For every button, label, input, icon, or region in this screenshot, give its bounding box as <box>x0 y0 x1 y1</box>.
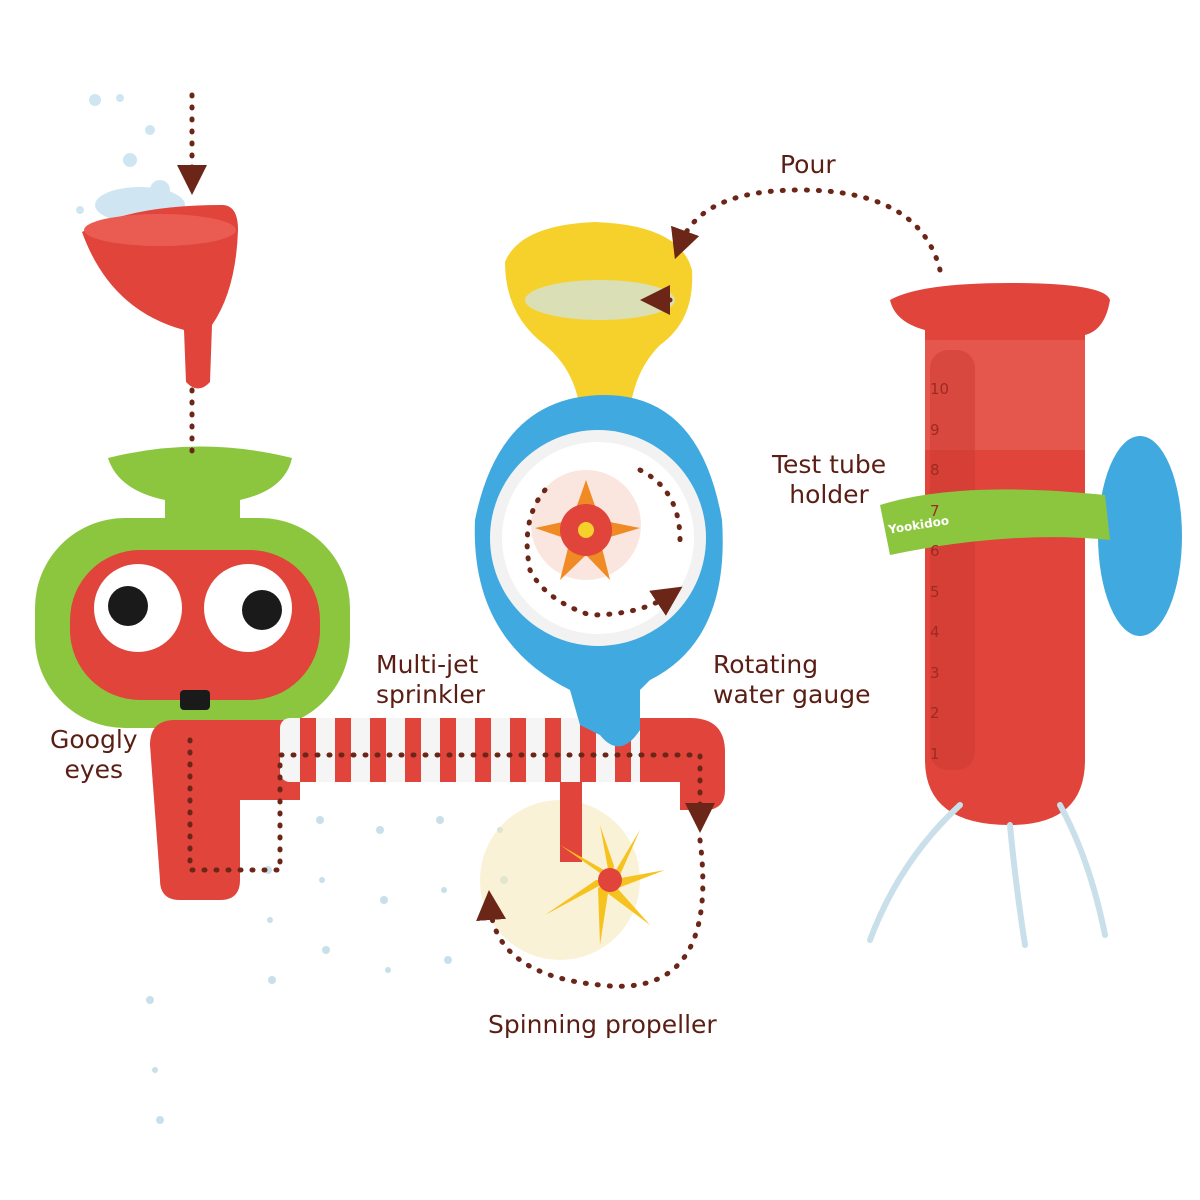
test-tube-holder-ring <box>880 489 1110 555</box>
tube-scale-mark: 2 <box>930 704 940 722</box>
suction-cup <box>1098 436 1182 636</box>
arrow-pour <box>671 187 943 273</box>
tube-scale-mark: 1 <box>930 744 940 763</box>
water-splash-top <box>76 94 185 223</box>
tube-scale-mark: 6 <box>930 542 940 560</box>
spinning-propeller <box>480 782 665 960</box>
gauge-wheel <box>531 470 641 580</box>
tube-scale-mark: 8 <box>930 461 940 479</box>
tube-scale-mark: 4 <box>930 623 940 641</box>
label-spinning-propeller: Spinning propeller <box>488 1010 717 1039</box>
label-pour: Pour <box>780 150 836 179</box>
tube-scale-mark: 5 <box>930 582 940 601</box>
dotted-path-arrows <box>177 92 943 989</box>
label-test-tube-holder: Test tube holder <box>772 450 887 509</box>
red-pipe-elbow <box>150 720 300 900</box>
test-tube <box>890 283 1110 825</box>
tube-scale-mark: 9 <box>930 420 940 439</box>
tube-scale-mark: 3 <box>930 663 940 682</box>
rotating-water-gauge <box>474 395 723 747</box>
label-rotating-water-gauge: Rotating water gauge <box>713 650 871 709</box>
tube-scale-mark: 10 <box>930 380 950 398</box>
arrow-propeller-spin <box>476 837 706 989</box>
googly-eyes-toy <box>35 446 350 728</box>
label-multi-jet-sprinkler: Multi-jet sprinkler <box>376 650 486 709</box>
tube-scale-mark: 7 <box>930 501 940 520</box>
arrow-water-flow <box>187 737 715 873</box>
test-tube-water-jets <box>867 802 1108 948</box>
yellow-funnel <box>505 222 693 410</box>
red-funnel <box>82 205 238 389</box>
arrow-gauge-rotation <box>524 487 683 618</box>
label-googly-eyes: Googly eyes <box>50 725 138 784</box>
multi-jet-sprinkler <box>280 718 725 810</box>
